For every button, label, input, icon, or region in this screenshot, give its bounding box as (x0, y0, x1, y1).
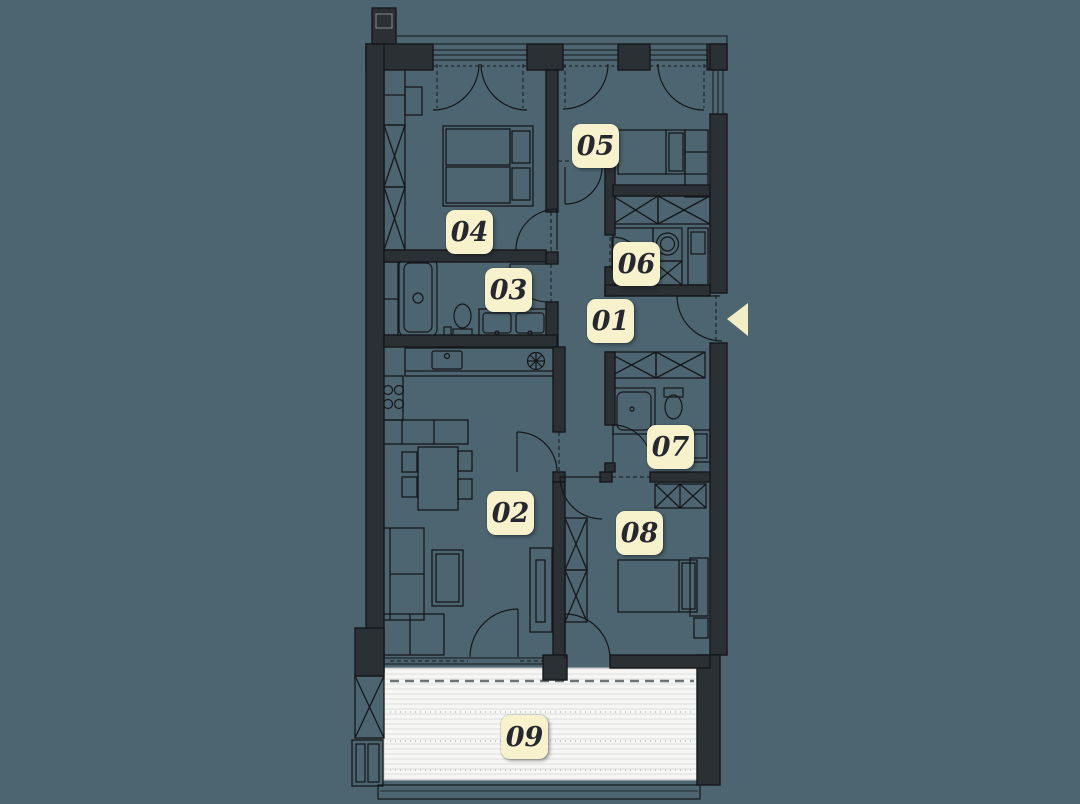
desk (689, 557, 709, 617)
toilet (663, 387, 684, 398)
dining-table (417, 446, 459, 511)
room-label-09: 09 (501, 715, 548, 759)
parapet (395, 35, 728, 45)
left-wall (365, 43, 385, 673)
interior-walls (383, 69, 711, 681)
double-bed (442, 125, 534, 207)
entrance-arrow-icon (727, 303, 748, 336)
room-label-06: 06 (613, 242, 660, 286)
tv-unit (529, 547, 553, 633)
room-label-05: 05 (572, 124, 619, 168)
coffee-table (431, 549, 464, 607)
right-wall (709, 43, 728, 71)
entrance-door-arc (676, 295, 723, 342)
kitchen-sink (431, 350, 463, 370)
room-label-01: 01 (587, 299, 634, 343)
wardrobe (655, 351, 706, 379)
room-label-04: 04 (446, 210, 493, 254)
room-label-03: 03 (485, 268, 532, 312)
bedroom-08-furniture (564, 483, 709, 639)
room-label-07: 07 (647, 425, 694, 469)
terrace-pillar (542, 654, 568, 681)
terrace-storage (351, 675, 385, 787)
bedroom-04-furniture (383, 59, 534, 251)
kitchen-living-02-furniture (377, 347, 558, 656)
terrace (383, 667, 699, 781)
single-bed (617, 559, 698, 613)
room-label-08: 08 (616, 511, 663, 555)
bottom-parapet (377, 784, 701, 800)
room-label-02: 02 (487, 491, 534, 535)
bathtub (398, 257, 438, 338)
windows (384, 49, 724, 665)
single-bed (617, 129, 686, 175)
bedroom-05-furniture (612, 129, 711, 225)
